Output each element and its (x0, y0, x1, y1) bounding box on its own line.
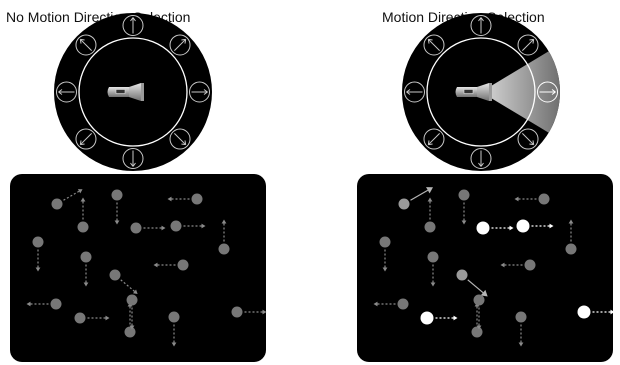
direction-arrow-icon (122, 148, 144, 169)
moving-dot (500, 259, 536, 271)
direction-arrow-icon (517, 34, 539, 56)
moving-dot (379, 236, 391, 272)
moving-dot (26, 298, 62, 310)
moving-dot (231, 306, 267, 318)
moving-dot (373, 298, 409, 310)
moving-dot (515, 311, 527, 347)
direction-arrow-icon (75, 128, 97, 150)
moving-dot (170, 220, 206, 232)
direction-arrow-icon (56, 81, 77, 103)
moving-dot (476, 221, 514, 235)
inner-circle (426, 37, 536, 147)
direction-arrow-icon (517, 128, 539, 150)
direction-dial-left (54, 13, 212, 171)
inner-circle (78, 37, 188, 147)
direction-arrow-icon (122, 15, 144, 36)
moving-dot (427, 251, 439, 287)
direction-arrow-icon (169, 128, 191, 150)
moving-dot (126, 294, 138, 330)
moving-dot (514, 193, 550, 205)
moving-dot (420, 311, 458, 325)
moving-dot (80, 251, 92, 287)
direction-arrow-icon (404, 81, 425, 103)
moving-dot (111, 189, 123, 225)
dot-field-right (357, 174, 613, 362)
direction-arrow-icon (423, 128, 445, 150)
moving-dot (218, 219, 230, 255)
moving-dot (577, 305, 615, 319)
moving-dot (398, 187, 434, 210)
direction-dial-right (402, 13, 560, 171)
direction-arrow-icon (470, 15, 492, 36)
moving-dot (51, 189, 83, 210)
moving-dot (153, 259, 189, 271)
moving-dot (516, 219, 554, 233)
flashlight-icon (455, 83, 492, 101)
flashlight-icon (107, 83, 144, 101)
moving-dot (473, 294, 485, 330)
direction-arrow-icon (537, 81, 558, 103)
direction-arrow-icon (470, 148, 492, 169)
moving-dot (456, 269, 488, 297)
direction-arrow-icon (75, 34, 97, 56)
direction-arrow-icon (423, 34, 445, 56)
dot-field-left (10, 174, 266, 362)
moving-dot (109, 269, 138, 294)
light-beam (481, 51, 560, 133)
moving-dot (458, 189, 470, 225)
direction-arrow-icon (169, 34, 191, 56)
moving-dot (74, 312, 110, 324)
moving-dot (130, 222, 166, 234)
moving-dot (565, 219, 577, 255)
moving-dot (32, 236, 44, 272)
moving-dot (167, 193, 203, 205)
direction-arrow-icon (189, 81, 210, 103)
moving-dot (168, 311, 180, 347)
moving-dot (77, 197, 89, 233)
moving-dot (424, 197, 436, 233)
